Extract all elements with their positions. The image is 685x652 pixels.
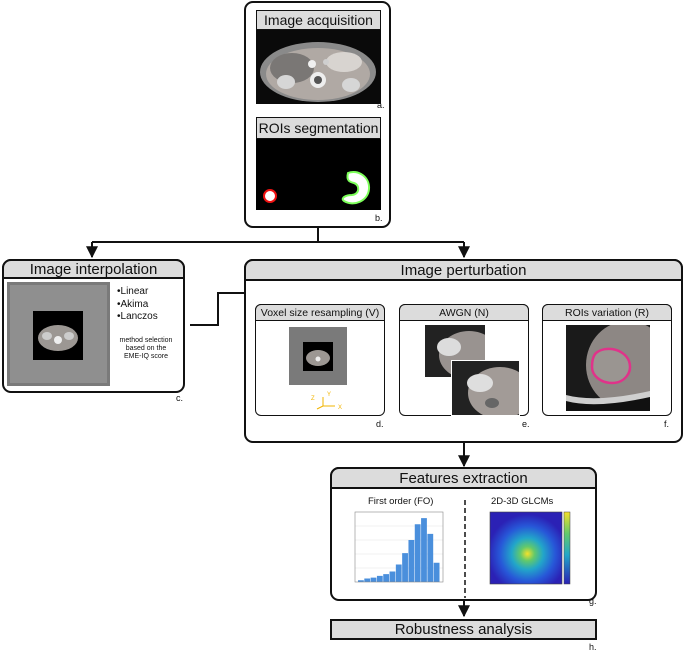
voxel-resampling-title: Voxel size resampling (V) xyxy=(255,304,385,321)
histogram-bar-11 xyxy=(421,518,427,582)
glcm-heatmap xyxy=(489,511,571,585)
heatmap-colorbar xyxy=(563,511,571,585)
xyz-axes-icon xyxy=(316,397,335,410)
tag-f: f. xyxy=(664,419,670,429)
interpolation-title: Image interpolation xyxy=(2,259,185,279)
heatmap-field xyxy=(489,511,563,585)
histogram-bar-1 xyxy=(358,580,364,582)
axis-z-label: Z xyxy=(311,396,315,402)
histogram-bar-7 xyxy=(395,564,402,582)
robustness-title: Robustness analysis xyxy=(330,619,597,640)
histogram-bar-2 xyxy=(364,578,371,582)
interpolated-slice-image xyxy=(7,282,110,386)
histogram-bar-12 xyxy=(427,533,434,582)
features-title: Features extraction xyxy=(330,467,597,489)
tag-a: a. xyxy=(377,100,385,110)
segmentation-title: ROIs segmentation xyxy=(256,117,381,139)
first-order-histogram xyxy=(354,511,444,583)
method-akima: •Akima xyxy=(117,298,149,310)
resampled-slice-image xyxy=(289,327,347,385)
axis-x-label: X xyxy=(338,405,343,411)
tag-d: d. xyxy=(376,419,384,429)
awgn-slice-front xyxy=(451,360,520,416)
tag-e: e. xyxy=(522,419,530,429)
awgn-title: AWGN (N) xyxy=(399,304,529,321)
histogram-frame xyxy=(354,511,444,583)
tag-b: b. xyxy=(375,213,383,223)
method-selection-note: method selection based on the EME-IQ sco… xyxy=(119,337,173,360)
acquisition-title: Image acquisition xyxy=(256,10,381,30)
histogram-bar-3 xyxy=(370,577,377,582)
axis-y-label: Y xyxy=(327,392,332,398)
features-divider xyxy=(464,500,466,598)
roi-mask-image xyxy=(256,139,381,210)
histogram-bar-13 xyxy=(433,562,440,582)
perturbation-title: Image perturbation xyxy=(244,259,683,281)
glcm-label: 2D-3D GLCMs xyxy=(491,496,554,507)
histogram-bar-4 xyxy=(376,575,383,582)
tag-c: c. xyxy=(176,393,184,403)
interpolation-methods: •Linear •Akima •Lanczos xyxy=(117,286,158,324)
histogram-bar-9 xyxy=(408,540,415,582)
method-linear: •Linear xyxy=(117,286,149,297)
histogram-bar-10 xyxy=(414,524,421,582)
histogram-bar-6 xyxy=(389,571,396,582)
first-order-label: First order (FO) xyxy=(368,496,434,507)
roi-variation-title: ROIs variation (R) xyxy=(542,304,672,321)
tag-h: h. xyxy=(589,642,597,652)
ct-abdomen-image xyxy=(256,30,381,104)
roi-variation-image xyxy=(566,325,650,411)
histogram-bar-5 xyxy=(383,574,390,582)
histogram-bar-8 xyxy=(402,553,408,582)
tag-g: g. xyxy=(589,596,597,606)
method-lanczos: •Lanczos xyxy=(117,311,158,322)
